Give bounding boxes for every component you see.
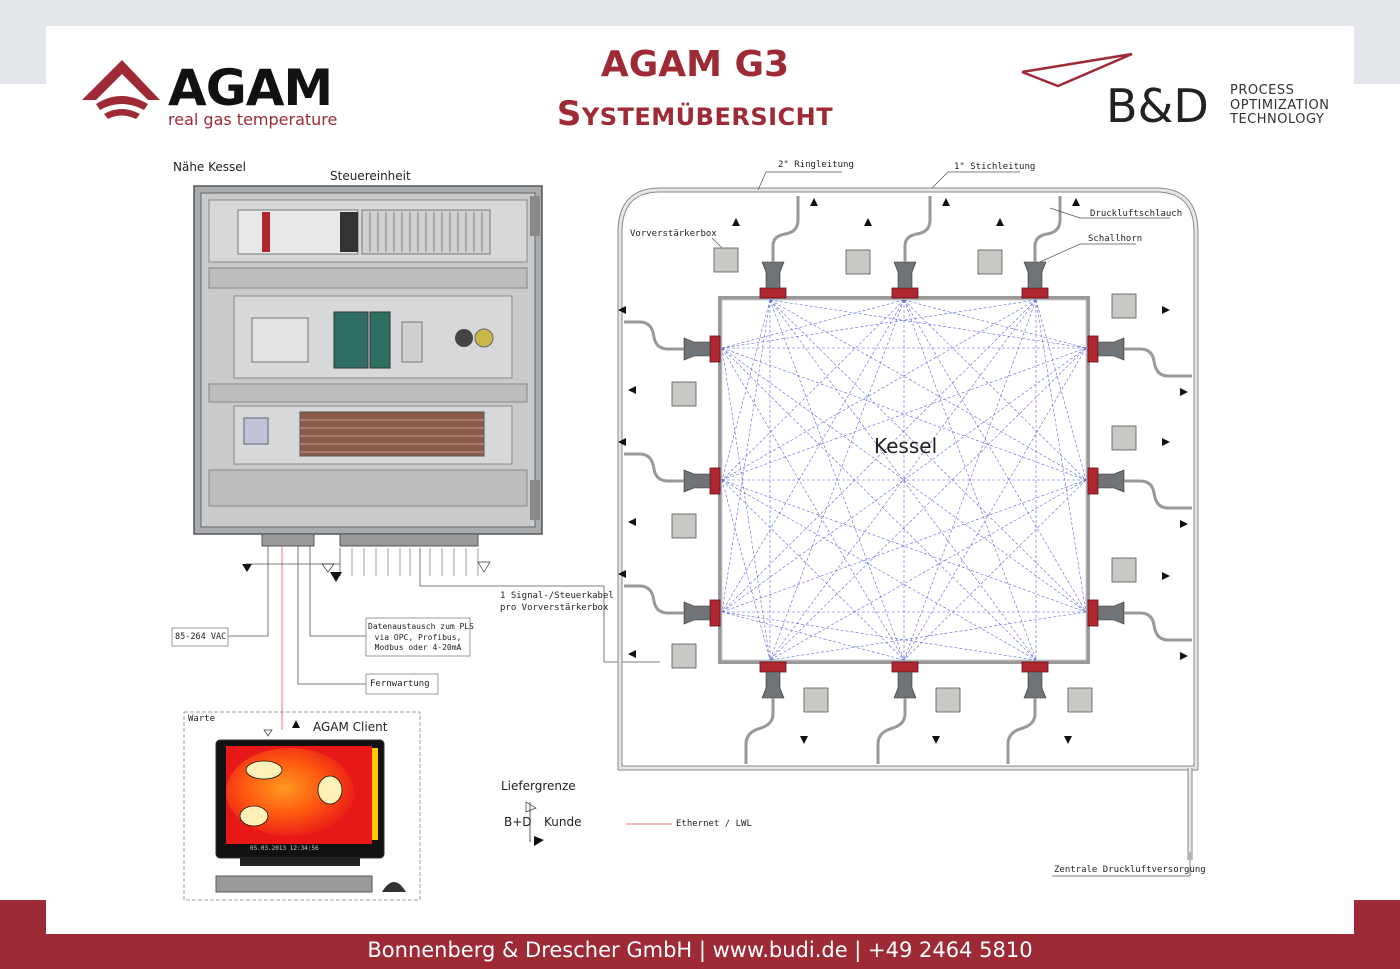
bd-side-label: B+D [504, 815, 532, 829]
monitor-timestamp: 05.03.2013 12:34:56 [250, 845, 319, 852]
druckluftschlauch-label: Druckluftschlauch [1090, 209, 1183, 219]
ethernet-label: Ethernet / LWL [676, 819, 752, 829]
agam-logo-text: AGAM [168, 59, 333, 117]
arrow-outline-icon [321, 563, 335, 573]
kunde-label: Kunde [544, 815, 582, 829]
bd-logo-text: B&D [1106, 79, 1209, 133]
bd-tagline: PROCESS OPTIMIZATION TECHNOLOGY [1230, 83, 1330, 127]
bd-logo-icon [1021, 52, 1133, 88]
flanges [709, 287, 1099, 673]
warte-label: Warte [188, 714, 216, 724]
agam-logo-icon [82, 60, 160, 119]
agam-client-label: AGAM Client [313, 720, 388, 734]
acoustic-paths [721, 299, 1087, 661]
preamp-boxes [671, 247, 1137, 713]
zentrale-label: Zentrale Druckluftversorgung [1054, 865, 1206, 875]
datenaustausch-label: Datenaustausch zum PLS via OPC, Profibus… [368, 622, 474, 652]
agam-tagline: real gas temperature [168, 110, 338, 129]
footer-contact: Bonnenberg & Drescher GmbH | www.budi.de… [367, 938, 1033, 962]
horns [683, 261, 1125, 699]
liefergrenze-label: Liefergrenze [501, 779, 576, 793]
signalkabel-label-1: 1 Signal-/Steuerkabel [500, 591, 614, 601]
steuereinheit-label: Steuereinheit [330, 169, 411, 183]
supply-boundary [525, 801, 544, 846]
signal-markers [618, 198, 1188, 744]
fernwartung-label: Fernwartung [370, 679, 430, 689]
power-label: 85-264 VAC [175, 632, 227, 642]
control-cabinet [193, 185, 543, 547]
cabinet-cables [228, 546, 660, 712]
schallhorn-label: Schallhorn [1088, 234, 1143, 244]
kessel-label: Kessel [874, 434, 938, 458]
page-subtitle: Systemübersicht [556, 94, 834, 134]
naehe-kessel-label: Nähe Kessel [173, 160, 247, 174]
signalkabel-label-2: pro Vorverstärkerbox [500, 603, 609, 613]
ringleitung-label: 2" Ringleitung [778, 160, 854, 170]
page-title: AGAM G3 [600, 44, 790, 85]
stichleitung-label: 1" Stichleitung [954, 162, 1036, 172]
arrow-up-icon [292, 720, 300, 728]
arrow-outline-icon [477, 561, 491, 573]
leader-lines [711, 171, 1191, 877]
arrow-down-icon [330, 572, 342, 582]
vorverstaerkerbox-label: Vorverstärkerbox [630, 229, 717, 239]
control-room [183, 711, 421, 901]
air-hoses [624, 196, 1192, 764]
air-ring-pipe [617, 187, 1199, 860]
arrow-down-icon [242, 564, 252, 572]
